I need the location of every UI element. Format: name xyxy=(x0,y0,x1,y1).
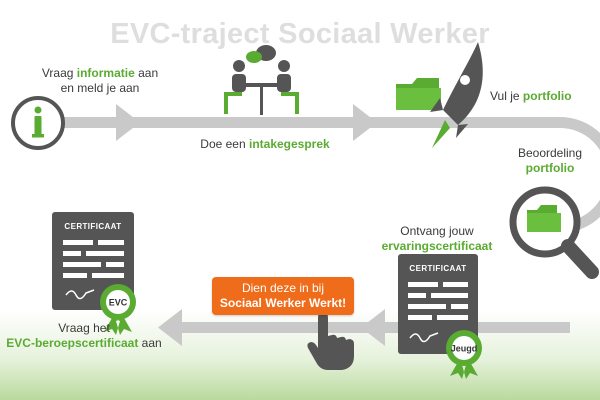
certificate-label: CERTIFICAAT xyxy=(409,264,466,273)
folder-icon xyxy=(396,78,441,110)
step-receive-certificate: Ontvang jouw ervaringscertificaat xyxy=(381,224,493,253)
step-assessment: Beoordeling portfolio xyxy=(517,146,583,175)
page-title: EVC-traject Sociaal Werker xyxy=(110,18,490,50)
step-portfolio: Vul je portfolio xyxy=(490,89,572,103)
magnifier-folder-icon xyxy=(509,186,599,279)
step-request-evc: Vraag het EVC-beroepscertificaat aan xyxy=(6,321,162,350)
seal-label: EVC xyxy=(109,298,128,308)
step-intake: Doe een intakegesprek xyxy=(200,137,330,151)
certificate-label: CERTIFICAAT xyxy=(64,222,121,231)
evc-seal: EVC xyxy=(100,284,136,335)
meeting-icon xyxy=(224,45,299,115)
certificate-icon: CERTIFICAAT xyxy=(398,254,478,354)
jeugd-seal: Jeugd xyxy=(446,330,482,379)
submit-cta-button[interactable]: Dien deze in bij Sociaal Werker Werkt! xyxy=(212,277,354,315)
seal-label: Jeugd xyxy=(451,344,478,354)
rocket-icon xyxy=(430,42,483,148)
arrow-heads xyxy=(116,104,385,346)
hand-pointer-icon xyxy=(307,312,354,370)
info-icon xyxy=(11,96,65,150)
step-request-info: Vraag informatie aan en meld je aan xyxy=(41,66,159,95)
